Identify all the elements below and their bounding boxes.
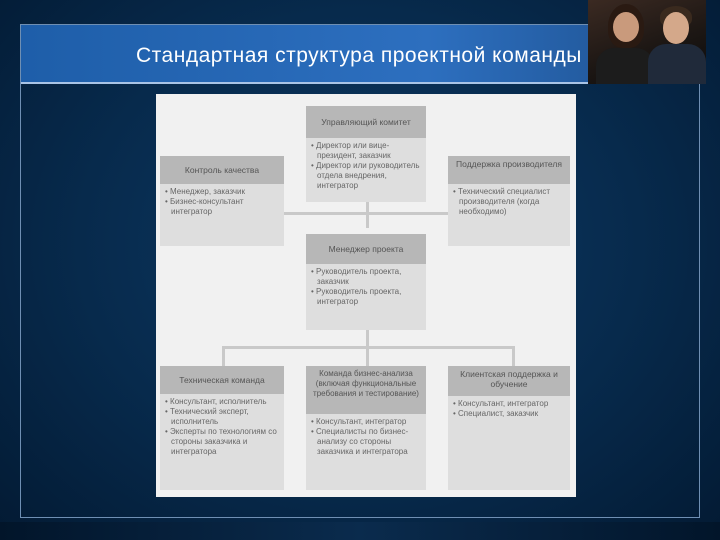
box-item: Консультант, исполнитель (165, 397, 279, 407)
box-item: Технический эксперт, исполнитель (165, 407, 279, 427)
box-item: Бизнес-консультант интегратор (165, 197, 279, 217)
box-item: Консультант, интегратор (311, 417, 421, 427)
box-item: Консультант, интегратор (453, 399, 565, 409)
box-client-support: Клиентская поддержка и обучение Консульт… (448, 366, 570, 490)
box-title: Контроль качества (160, 156, 284, 184)
box-business-analysis-team: Команда бизнес-анализа (включая функцион… (306, 366, 426, 490)
box-quality-control: Контроль качества Менеджер, заказчик Биз… (160, 156, 284, 246)
people-photo (588, 0, 706, 84)
box-item: Специалист, заказчик (453, 409, 565, 419)
connector-drop-right (512, 346, 515, 368)
box-title: Менеджер проекта (306, 234, 426, 264)
box-item: Руководитель проекта, заказчик (311, 267, 421, 287)
box-item: Менеджер, заказчик (165, 187, 279, 197)
box-title: Техническая команда (160, 366, 284, 394)
slide-title: Стандартная структура проектной команды (136, 44, 582, 68)
box-title: Управляющий комитет (306, 106, 426, 138)
box-technical-team: Техническая команда Консультант, исполни… (160, 366, 284, 490)
box-item: Эксперты по технологиям со стороны заказ… (165, 427, 279, 457)
org-chart-image: Управляющий комитет Директор или вице-пр… (156, 94, 576, 497)
connector-horizontal-top (283, 212, 451, 215)
box-steering-committee: Управляющий комитет Директор или вице-пр… (306, 106, 426, 202)
connector-drop-left (222, 346, 225, 368)
box-item: Директор или руководитель отдела внедрен… (311, 161, 421, 191)
box-item: Технический специалист производителя (ко… (453, 187, 565, 217)
box-item: Специалисты по бизнес-анализу со стороны… (311, 427, 421, 457)
box-vendor-support: Поддержка производителя Технический спец… (448, 156, 570, 246)
box-item: Руководитель проекта, интегратор (311, 287, 421, 307)
bottom-ribbon (0, 522, 720, 540)
connector-horizontal-bottom (222, 346, 514, 349)
box-title: Клиентская поддержка и обучение (448, 366, 570, 396)
box-title: Поддержка производителя (448, 156, 570, 184)
box-item: Директор или вице-президент, заказчик (311, 141, 421, 161)
box-project-manager: Менеджер проекта Руководитель проекта, з… (306, 234, 426, 330)
box-title: Команда бизнес-анализа (включая функцион… (306, 366, 426, 414)
